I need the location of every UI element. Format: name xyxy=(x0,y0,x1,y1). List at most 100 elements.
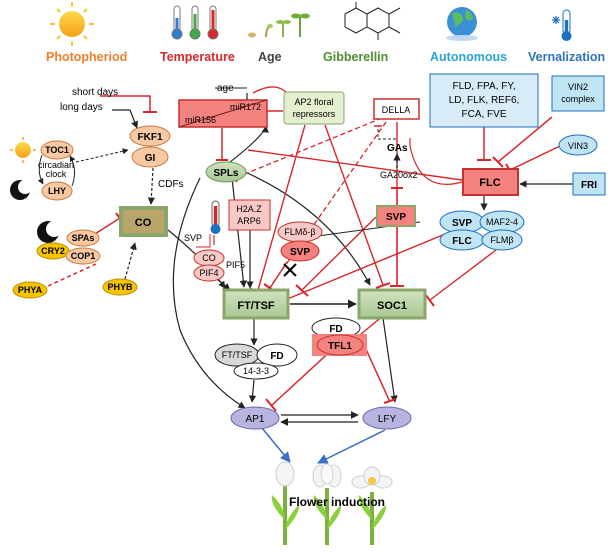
short-days-label: short days xyxy=(72,87,118,98)
co-node xyxy=(119,206,168,237)
cop1-node xyxy=(65,247,101,265)
category-age: Age xyxy=(258,50,282,64)
phyb-node xyxy=(102,278,138,296)
fd-complex-label: FD xyxy=(270,351,283,362)
ap1-node xyxy=(230,406,280,430)
category-vernalization: Vernalization xyxy=(528,50,605,64)
pif4-label: PIF4 xyxy=(199,268,218,278)
temperature-thermometer-icon xyxy=(210,200,221,234)
category-gibberellin: Gibberellin xyxy=(323,50,388,64)
fri-label: FRI xyxy=(581,180,597,191)
della-node xyxy=(373,98,420,120)
h2az-node xyxy=(228,199,271,231)
autonomous-line-3: FCA, FVE xyxy=(461,109,506,120)
ap2-label-1: AP2 floral xyxy=(294,97,333,107)
autonomous-genes-box xyxy=(429,73,539,128)
flc-label: FLC xyxy=(479,177,500,189)
soc1-label: SOC1 xyxy=(377,300,407,312)
lfy-node xyxy=(362,406,412,430)
category-autonomous: Autonomous xyxy=(430,50,507,64)
cold-thermometer-icon xyxy=(552,9,572,41)
ap2-label-2: repressors xyxy=(293,109,336,119)
autonomous-line-1: FLD, FPA, FY, xyxy=(453,81,516,92)
tfl1-node xyxy=(316,334,364,356)
pif5-label: PIF5 xyxy=(226,260,245,270)
flower-icons xyxy=(271,461,393,545)
tfl1-label: TFL1 xyxy=(328,341,352,352)
ga20ox2-label: GA20ox2 xyxy=(380,170,418,180)
moon-icon-2 xyxy=(37,221,62,243)
autonomous-line-2: LD, FLK, REF6, xyxy=(449,95,520,106)
phya-node xyxy=(12,281,48,299)
flower-open-icon xyxy=(351,466,393,545)
clock-label: clock xyxy=(46,169,67,179)
ap1-label: AP1 xyxy=(246,414,265,425)
toc1-node xyxy=(40,140,74,160)
fd-complex-node xyxy=(256,343,298,367)
category-temperature: Temperature xyxy=(160,50,235,64)
fttsf-complex-label: FT/TSF xyxy=(222,350,253,360)
blocked-interaction-mark xyxy=(283,263,297,277)
flm-beta-node xyxy=(481,229,523,251)
category-photoperiod: Photopheriod xyxy=(46,50,127,64)
maf-label: MAF2-4 xyxy=(486,217,518,227)
flm-beta-label: FLMβ xyxy=(490,235,513,245)
sun-icon xyxy=(50,2,94,46)
vin2-label-2: complex xyxy=(561,94,595,104)
gas-label: GAs xyxy=(387,143,408,154)
svp-small-label: SVP xyxy=(184,233,202,243)
edges xyxy=(47,86,573,464)
svp-red-label: SVP xyxy=(290,247,310,258)
p1433-label: 14-3-3 xyxy=(243,366,269,376)
svp-red-node xyxy=(280,240,320,262)
lhy-label: LHY xyxy=(48,186,66,196)
flower-induction-label: Flower induction xyxy=(289,495,385,509)
gi-node xyxy=(131,146,169,168)
vin3-label: VIN3 xyxy=(568,141,588,151)
pif4-node xyxy=(193,264,225,282)
ap2-node xyxy=(283,91,345,125)
lfy-label: LFY xyxy=(378,414,397,425)
p1433-node xyxy=(233,362,279,380)
flc-blue-label: FLC xyxy=(452,236,471,247)
spls-label: SPLs xyxy=(213,168,238,179)
circadian-label: circadian xyxy=(38,160,74,170)
flower-bud-icon xyxy=(271,461,300,545)
ft-tsf-node xyxy=(222,288,290,320)
flc-node xyxy=(462,168,519,196)
flm-delta-label: FLMδ-β xyxy=(284,227,315,237)
co-label: CO xyxy=(135,217,152,229)
mir156-label: miR156 xyxy=(185,115,216,125)
cry2-label: CRY2 xyxy=(41,246,65,256)
fri-node xyxy=(572,172,606,196)
phya-label: PHYA xyxy=(18,285,43,295)
vin2-box xyxy=(551,75,605,112)
moon-small-icon xyxy=(10,180,32,200)
gibberellin-structure-icon xyxy=(344,2,401,40)
co-small-label: CO xyxy=(202,253,216,263)
h2az-label-2: ARP6 xyxy=(237,216,261,226)
fkf1-label: FKF1 xyxy=(138,132,163,143)
svp-blue-label: SVP xyxy=(452,218,472,229)
toc1-label: TOC1 xyxy=(45,145,69,155)
sun-small-icon xyxy=(10,137,36,163)
cdfs-label: CDFs xyxy=(158,179,184,190)
flower-half-open-icon xyxy=(312,463,342,545)
h2az-label-1: H2A.Z xyxy=(236,204,262,214)
lhy-node xyxy=(41,181,73,201)
svp-center-label: SVP xyxy=(386,212,406,223)
thermometer-icons xyxy=(171,5,219,40)
mir172-label: miR172 xyxy=(230,102,261,112)
della-label: DELLA xyxy=(382,105,411,115)
vin2-label-1: VIN2 xyxy=(568,82,588,92)
globe-icon xyxy=(446,7,478,41)
svp-center-node xyxy=(376,205,416,227)
phyb-label: PHYB xyxy=(107,282,133,292)
seedling-icons xyxy=(248,13,310,38)
cop1-label: COP1 xyxy=(71,251,96,261)
long-days-label: long days xyxy=(60,102,103,113)
fd-top-label: FD xyxy=(329,324,342,335)
vin3-node xyxy=(558,134,598,156)
